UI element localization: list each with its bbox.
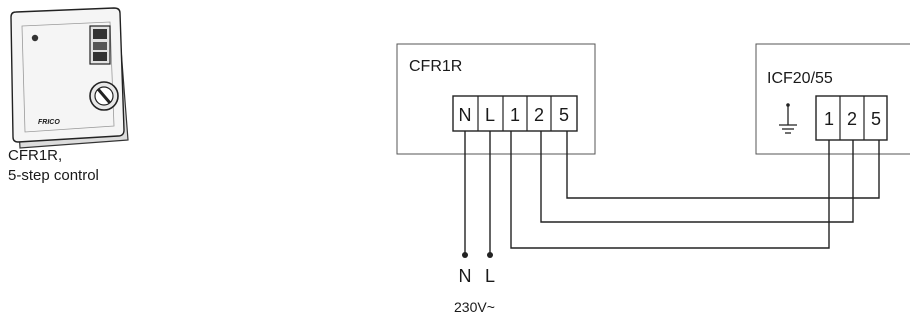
controller-label: CFR1R [409, 58, 462, 75]
controller-terminal-5: 5 [559, 105, 569, 125]
wire-terminal-1 [510, 131, 830, 249]
live-terminal-dot-icon [487, 252, 493, 258]
controller-terminal-2: 2 [534, 105, 544, 125]
heater-label: ICF20/55 [767, 70, 833, 87]
screw-hole-icon [31, 34, 39, 42]
heater-terminal-5: 5 [871, 109, 881, 129]
controller-terminal-1: 1 [510, 105, 520, 125]
neutral-terminal-dot-icon [462, 252, 468, 258]
controller-terminal-block [452, 95, 578, 132]
product-caption-line1: CFR1R, [8, 147, 63, 164]
supply-live-label: L [485, 266, 495, 286]
heater-terminal-block [815, 95, 888, 141]
supply-neutral-label: N [459, 266, 472, 286]
wire-terminal-2 [540, 131, 854, 223]
heater-terminal-2: 2 [847, 109, 857, 129]
supply-voltage-label: 230V~ [454, 299, 495, 315]
controller-terminal-l: L [485, 105, 495, 125]
product-caption-line2: 5-step control [8, 167, 99, 184]
wire-terminal-5 [566, 131, 880, 199]
cfr1r-product-illustration: FRICO [10, 7, 129, 149]
earth-icon [779, 103, 797, 134]
controller-terminal-n: N [459, 105, 472, 125]
brand-mark: FRICO [38, 119, 60, 126]
heater-terminal-1: 1 [824, 109, 834, 129]
